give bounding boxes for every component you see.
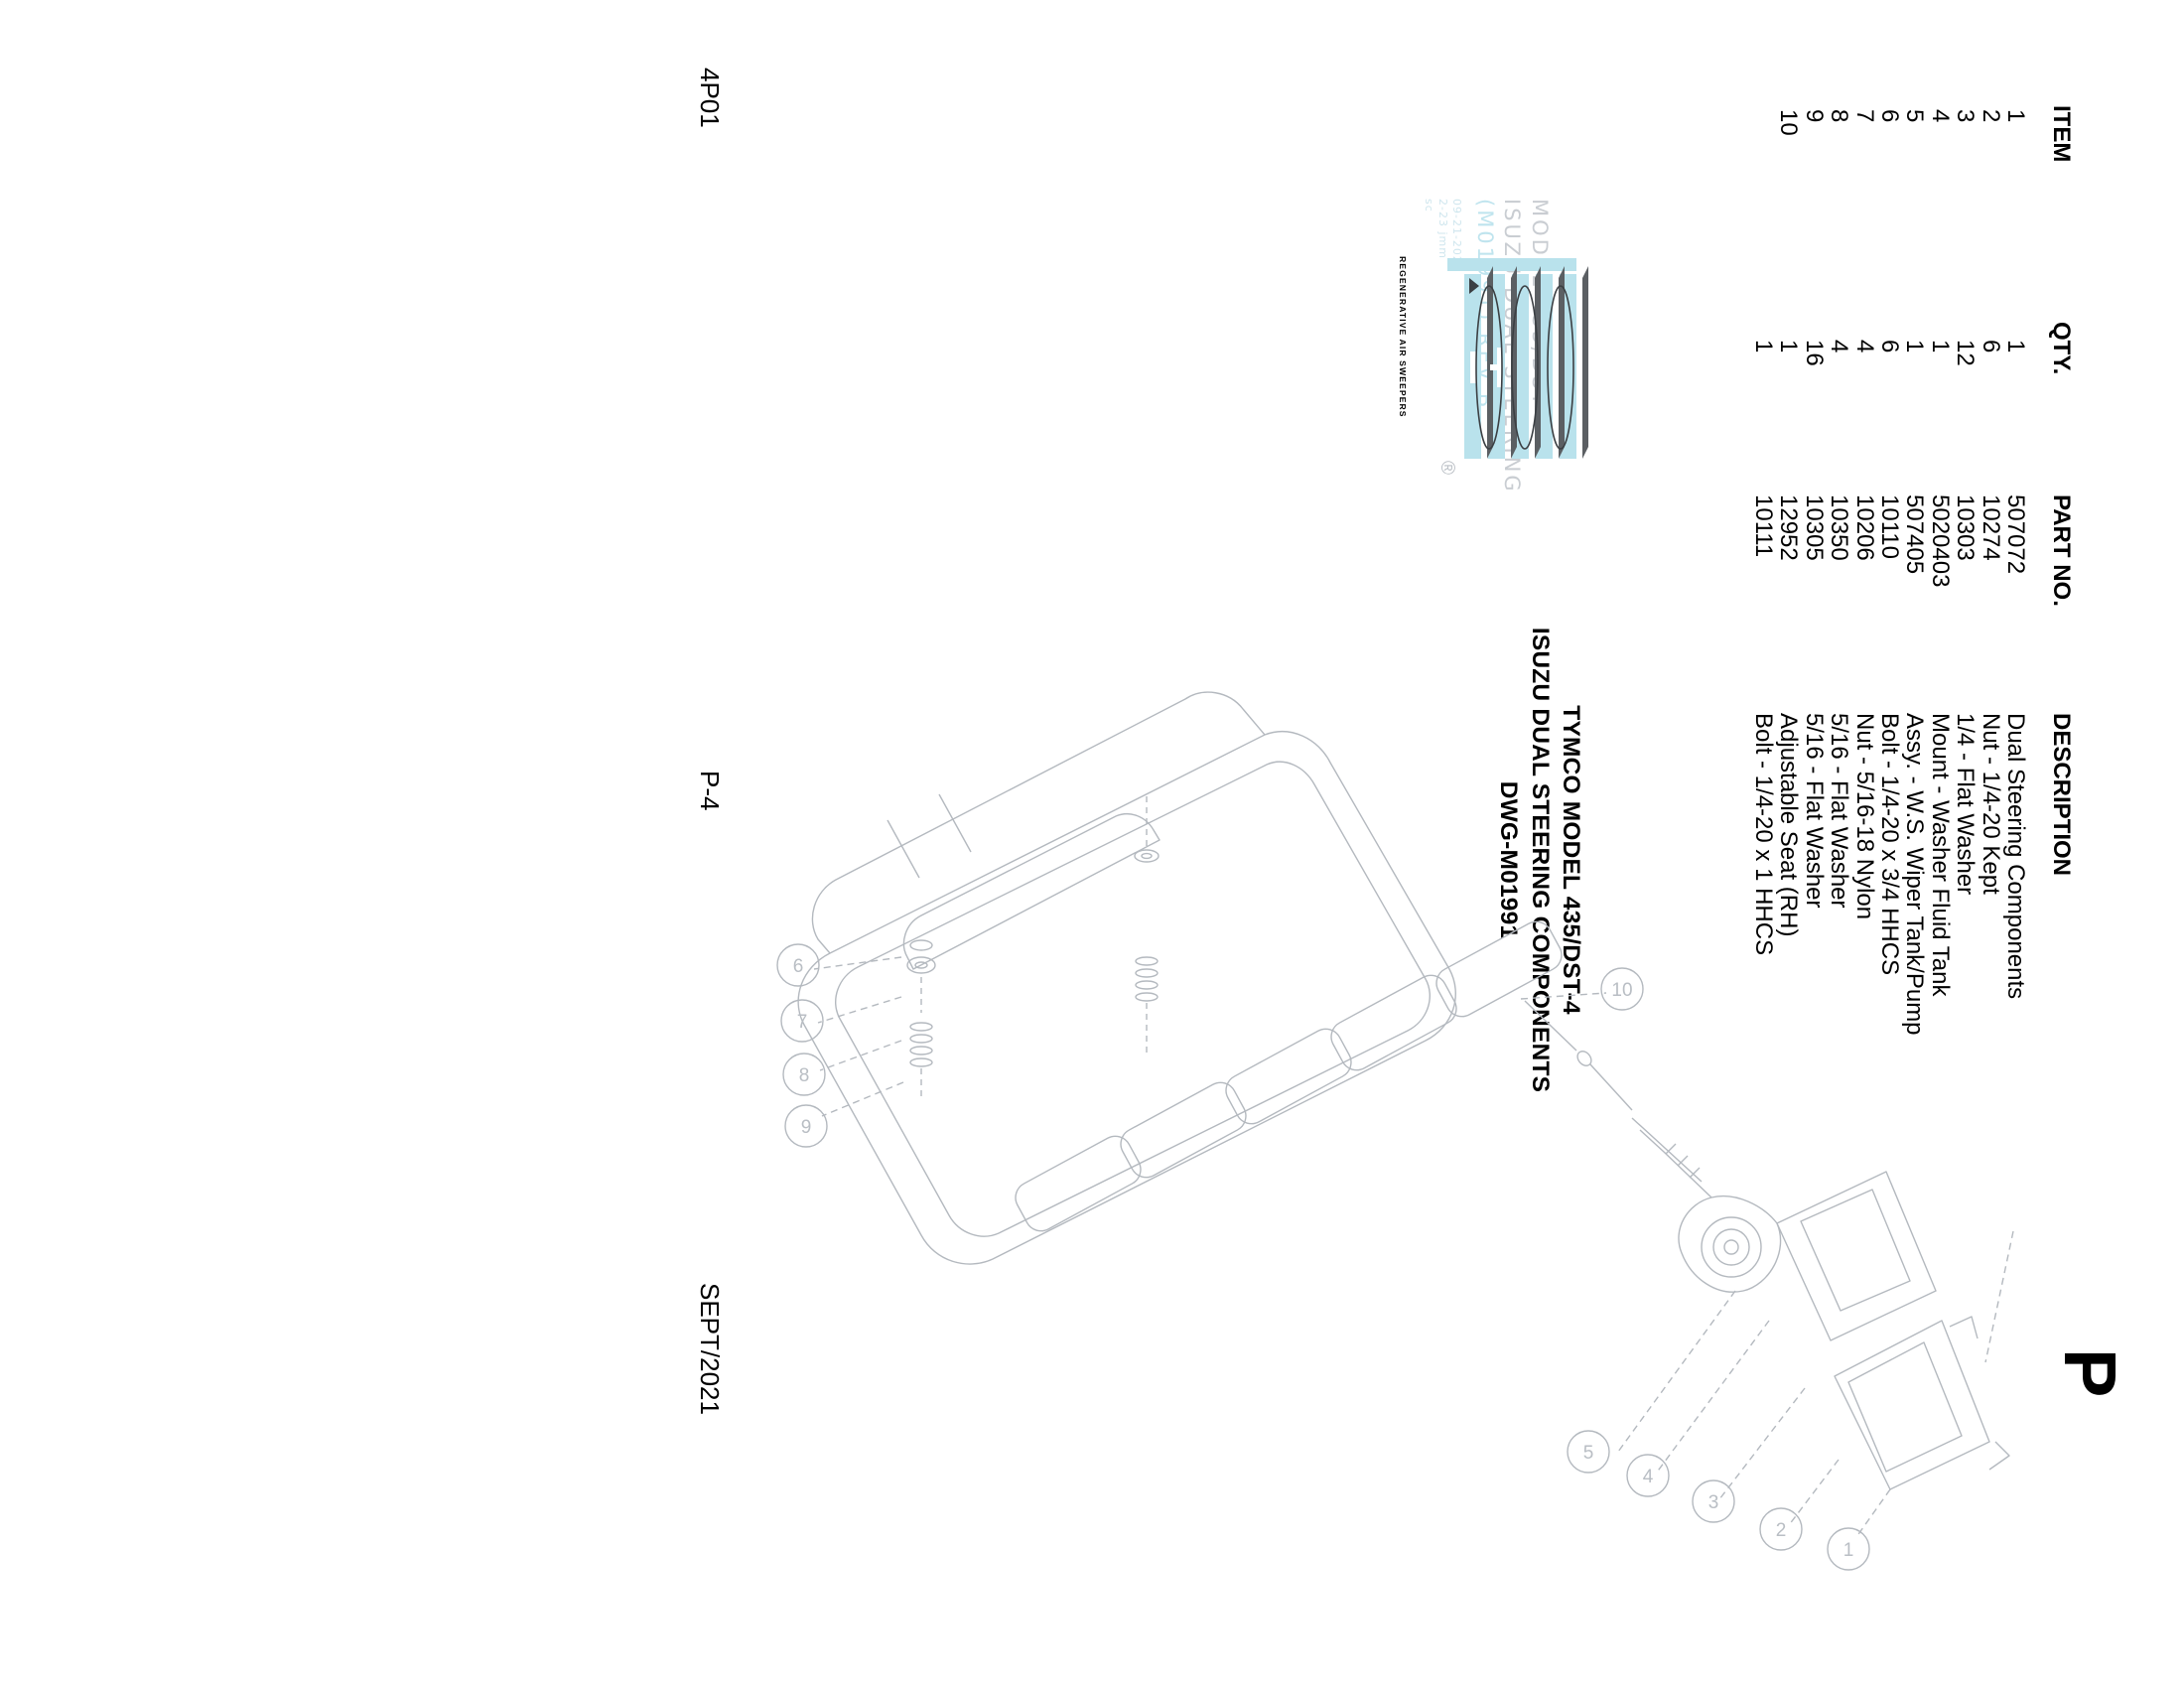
column-header-description: DESCRIPTION <box>2048 713 2075 877</box>
cell-item: 7 <box>1850 109 1878 123</box>
table-row: 8 4 10350 5/16 - Flat Washer <box>1826 105 1853 1108</box>
cell-part-no: 10111 <box>1750 494 1778 558</box>
cell-part-no: 10305 <box>1800 494 1828 561</box>
callout-6-label: 6 <box>793 956 804 977</box>
callout-4-circle <box>1626 1454 1670 1497</box>
callout-3-circle <box>1692 1479 1735 1523</box>
cell-qty: 6 <box>1876 340 1904 353</box>
cell-item: 4 <box>1926 109 1954 123</box>
callout-8-label: 8 <box>799 1065 810 1086</box>
seat-drawing <box>797 691 1563 1265</box>
hardware-stack-lower <box>906 939 936 1098</box>
callout-9-label: 9 <box>801 1117 812 1138</box>
cell-item: 10 <box>1775 109 1803 136</box>
cell-qty: 1 <box>2002 340 2029 353</box>
cell-item: 6 <box>1876 109 1904 123</box>
page-letter: P <box>2049 1348 2131 1396</box>
table-row: 9 16 10305 5/16 - Flat Washer <box>1800 105 1828 1108</box>
callout-1-circle <box>1827 1527 1870 1571</box>
tymco-tagline: REGENERATIVE AIR SWEEPERS <box>1398 256 1408 418</box>
callout-2-circle <box>1759 1507 1803 1551</box>
cell-part-no: 10206 <box>1850 494 1878 561</box>
title-line-model: TYMCO MODEL 435/DST-4 <box>1558 705 1584 1015</box>
callout-1-label: 1 <box>1843 1540 1854 1561</box>
cell-item: 2 <box>1977 109 2004 123</box>
cell-qty: 16 <box>1800 340 1828 366</box>
column-header-part-no: PART NO. <box>2048 494 2075 607</box>
callout-5-circle <box>1567 1430 1610 1474</box>
tymco-logo: ® <box>1416 248 1590 487</box>
callout-7-label: 7 <box>797 1012 808 1033</box>
cell-qty: 4 <box>1826 340 1853 353</box>
cell-description: 5/16 - Flat Washer <box>1800 713 1828 909</box>
cell-part-no: 10303 <box>1952 494 1979 561</box>
column-header-item: ITEM <box>2048 105 2075 163</box>
hardware-stack-upper <box>1134 794 1160 1053</box>
cell-part-no: 10110 <box>1876 494 1904 559</box>
cell-part-no: 12952 <box>1775 494 1803 561</box>
cell-item: 3 <box>1952 109 1979 123</box>
cell-qty: 1 <box>1926 340 1954 353</box>
column-header-qty: QTY. <box>2048 322 2075 375</box>
parts-table-header: ITEM QTY. PART NO. DESCRIPTION <box>2031 105 2075 1108</box>
cell-part-no: 10350 <box>1826 494 1853 561</box>
callout-2-label: 2 <box>1776 1520 1787 1541</box>
cell-qty: 4 <box>1850 340 1878 353</box>
callout-10-label: 10 <box>1611 980 1632 1001</box>
callout-5-label: 5 <box>1583 1443 1594 1464</box>
cell-description: 1/4 - Flat Washer <box>1952 713 1979 896</box>
cell-part-no: 507405 <box>1901 494 1929 575</box>
cell-item: 8 <box>1826 109 1853 123</box>
cell-qty: 1 <box>1775 340 1803 353</box>
footer-date: SEPT/2021 <box>695 1283 725 1415</box>
table-row: 3 12 10303 1/4 - Flat Washer <box>1952 105 1979 1108</box>
cell-part-no: 5020403 <box>1926 494 1954 588</box>
footer-page-number: P-4 <box>695 771 725 811</box>
cell-qty: 1 <box>1750 340 1778 353</box>
cell-description: Mount - Washer Fluid Tank <box>1926 713 1954 997</box>
cell-part-no: 10274 <box>1977 494 2004 561</box>
callout-9-circle <box>784 1104 828 1148</box>
callout-8-circle <box>782 1053 826 1096</box>
title-block: TYMCO MODEL 435/DST-4 ISUZU DUAL STEERIN… <box>1493 592 1586 1128</box>
cell-description: Bolt - 1/4-20 x 3/4 HHCS <box>1876 713 1904 976</box>
cell-item: 5 <box>1901 109 1929 123</box>
cell-part-no: 507072 <box>2002 494 2029 575</box>
cell-description: Dual Steering Components <box>2002 713 2029 1000</box>
callout-3-label: 3 <box>1708 1492 1719 1513</box>
cell-description: Nut - 1/4-20 Kept <box>1977 713 2004 895</box>
cell-item: 9 <box>1800 109 1828 123</box>
cell-qty: 12 <box>1952 340 1979 366</box>
footer-page-code: 4P01 <box>695 68 725 128</box>
title-line-drawing-number: DWG-M01991 <box>1495 780 1523 939</box>
callout-4-label: 4 <box>1643 1467 1654 1487</box>
registered-mark-icon: ® <box>1436 461 1457 475</box>
tymco-logo-mark: ® <box>1436 258 1588 475</box>
cell-item: 1 <box>2002 109 2029 123</box>
cell-description: Adjustable Seat (RH) <box>1775 713 1803 937</box>
callout-balloons: 1 2 3 4 5 10 6 7 8 9 <box>776 943 1870 1571</box>
callout-7-circle <box>780 999 824 1043</box>
callout-6-circle <box>776 943 820 987</box>
cell-description: 5/16 - Flat Washer <box>1826 713 1853 909</box>
cell-description: Nut - 5/16-18 Nylon <box>1850 713 1878 920</box>
title-line-assembly: ISUZU DUAL STEERING COMPONENTS <box>1526 627 1554 1093</box>
cell-qty: 1 <box>1901 340 1929 353</box>
cell-description: Assy. - W.S. Wiper Tank/Pump <box>1901 713 1929 1036</box>
cell-description: Bolt - 1/4-20 x 1 HHCS <box>1750 713 1778 956</box>
callout-10-circle <box>1600 967 1644 1011</box>
cell-qty: 6 <box>1977 340 2004 353</box>
